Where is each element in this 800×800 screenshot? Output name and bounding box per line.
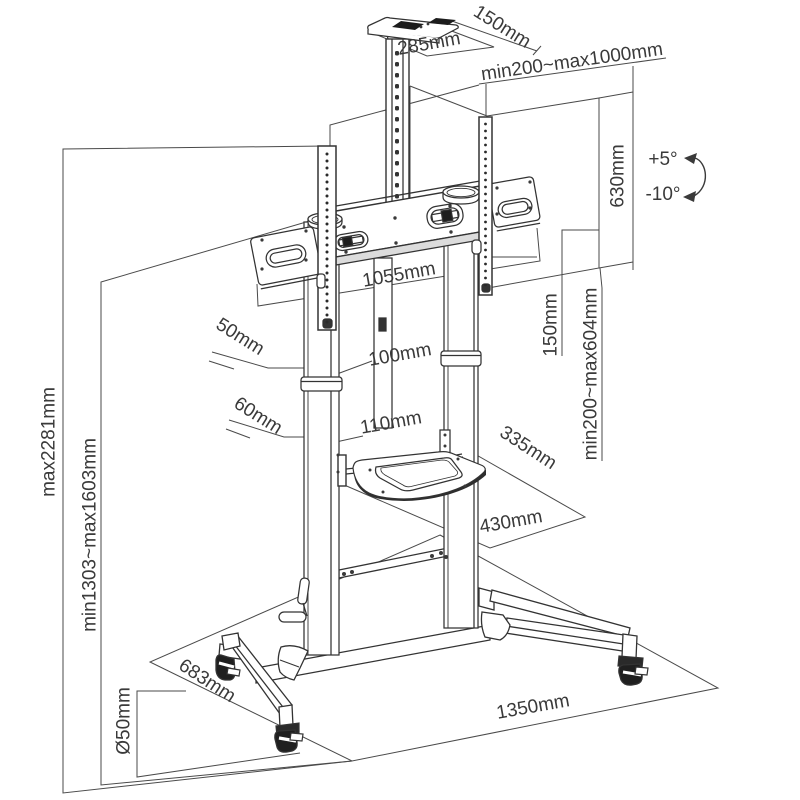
svg-text:-10°: -10° [645, 184, 680, 205]
svg-text:max2281mm: max2281mm [39, 387, 60, 497]
svg-text:+5°: +5° [648, 149, 677, 170]
svg-text:Ø50mm: Ø50mm [114, 687, 135, 755]
svg-text:150mm: 150mm [541, 293, 562, 356]
svg-text:630mm: 630mm [608, 144, 629, 207]
svg-text:min200~max604mm: min200~max604mm [581, 288, 602, 461]
svg-text:min1303~max1603mm: min1303~max1603mm [80, 438, 101, 632]
